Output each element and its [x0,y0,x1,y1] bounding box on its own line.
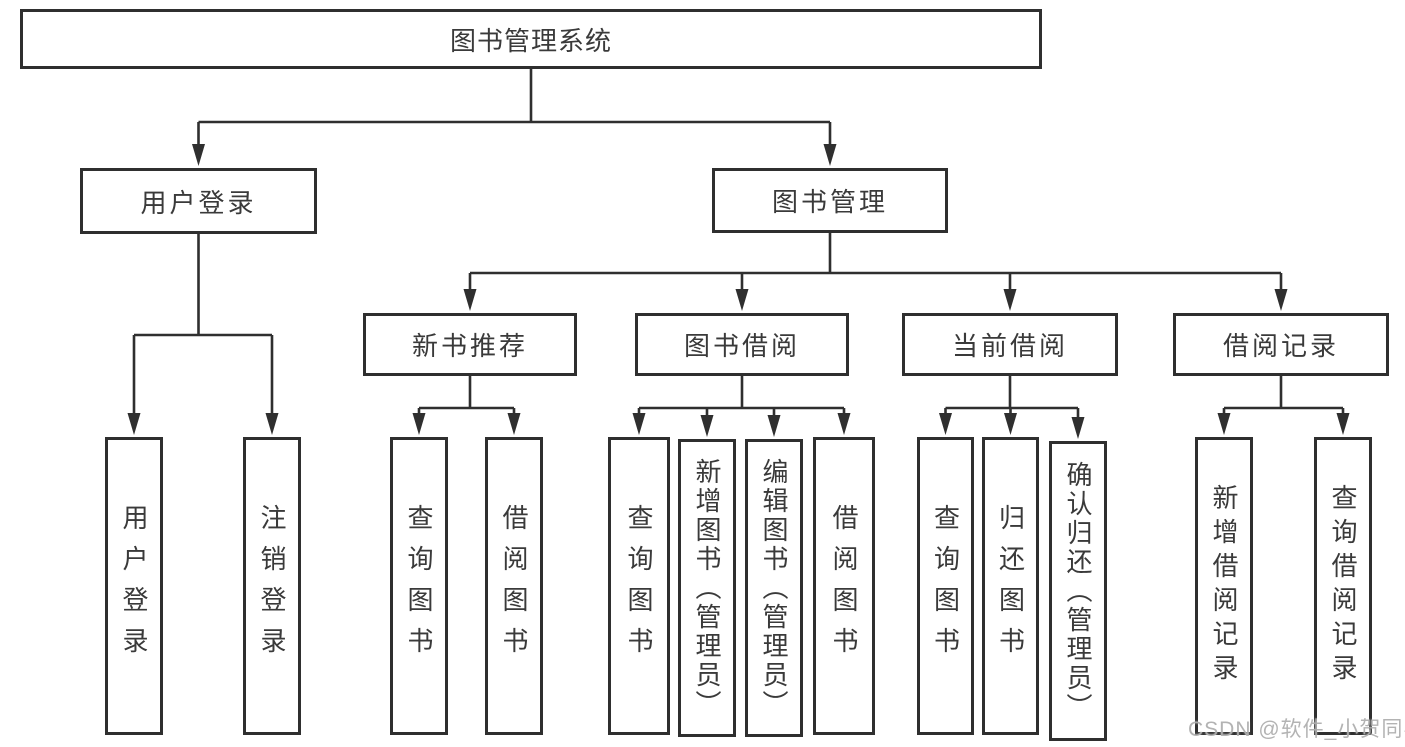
node-borrow-edit-book-admin: 编辑图书（管理员） [745,439,803,737]
node-borrow-borrow-book: 借阅图书 [813,437,875,735]
node-book-management: 图书管理 [712,168,948,233]
node-label: 用户登录 [119,504,149,668]
node-label: 用户登录 [140,187,257,218]
node-current-query-book: 查询图书 [917,437,974,735]
node-label: 新增图书（管理员） [692,457,722,719]
node-record-query: 查询借阅记录 [1314,437,1372,735]
node-record-add: 新增借阅记录 [1195,437,1253,735]
node-label: 查询图书 [930,504,961,668]
node-borrow-query-book: 查询图书 [608,437,670,735]
node-library-system: 图书管理系统 [20,9,1042,69]
node-borrow-record: 借阅记录 [1173,313,1389,376]
node-label: 图书借阅 [683,331,800,361]
node-label: 确认归还（管理员） [1063,460,1093,722]
node-label: 借阅图书 [499,504,529,668]
node-label: 图书管理 [771,187,888,217]
node-label: 归还图书 [995,504,1026,668]
node-logout-user: 注销登录 [243,437,301,735]
node-label: 新增借阅记录 [1209,484,1239,688]
arrowheads [127,144,1350,439]
node-current-borrow: 当前借阅 [902,313,1118,376]
node-label: 借阅图书 [829,504,859,668]
node-new-book-recommend: 新书推荐 [363,313,577,376]
node-label: 查询图书 [404,504,434,668]
node-current-confirm-return-admin: 确认归还（管理员） [1049,441,1107,741]
node-label: 当前借阅 [951,331,1068,361]
node-label: 图书管理系统 [449,25,612,56]
node-book-borrow: 图书借阅 [635,313,849,376]
node-user-login: 用户登录 [80,168,317,234]
node-label: 借阅记录 [1222,331,1339,361]
node-newbook-borrow: 借阅图书 [485,437,543,735]
node-label: 查询借阅记录 [1328,484,1358,688]
node-label: 编辑图书（管理员） [759,457,789,719]
node-label: 查询图书 [624,504,654,668]
node-current-return-book: 归还图书 [982,437,1039,735]
node-label: 新书推荐 [411,331,528,361]
watermark: CSDN @软件_小贺同学 [1188,718,1405,741]
node-login-user: 用户登录 [105,437,163,735]
node-label: 注销登录 [257,504,287,668]
node-newbook-query: 查询图书 [390,437,448,735]
node-borrow-add-book-admin: 新增图书（管理员） [678,439,736,737]
